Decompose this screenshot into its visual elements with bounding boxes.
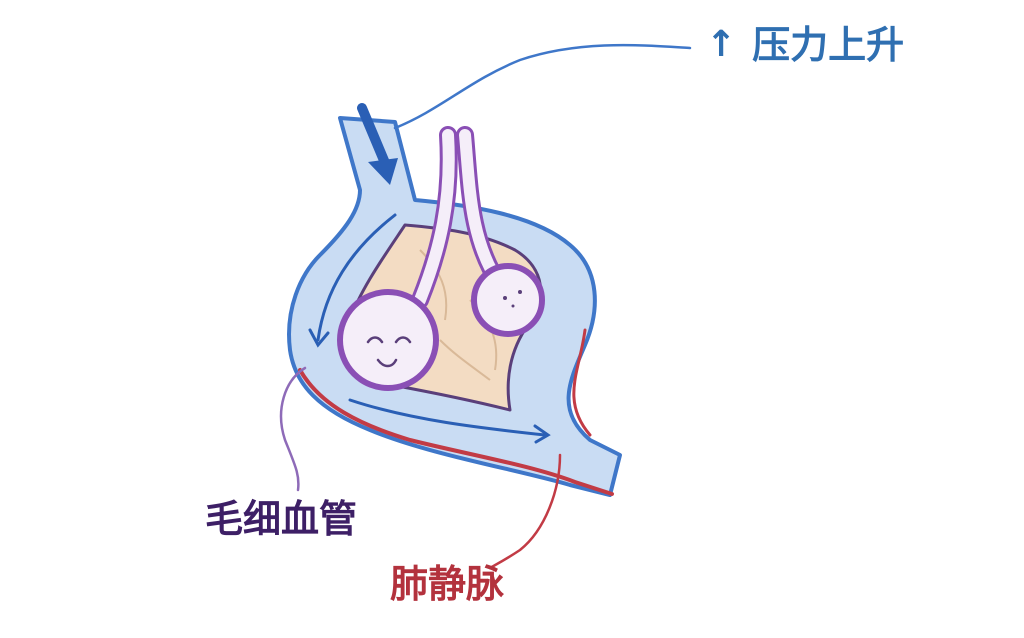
leader-line-capillary <box>279 366 307 492</box>
capillary-label: 毛细血管 <box>205 497 358 541</box>
up-arrow-icon: ↑ <box>706 24 737 65</box>
vessel-lower-outline <box>298 368 614 496</box>
flow-arrow-bottom <box>348 398 547 437</box>
alveolus-eye-right <box>394 336 412 344</box>
pressure-rise-text: 压力上升 <box>752 23 905 67</box>
pulmonary-vein-label: 肺静脉 <box>390 562 505 606</box>
flow-arrow-left <box>316 213 397 342</box>
inflow-arrow-icon <box>357 103 393 175</box>
alveolus-small <box>471 263 545 337</box>
flow-arrow-left-head <box>308 328 330 348</box>
alveolus-eye-left <box>366 336 384 344</box>
leader-line-vein <box>488 453 562 570</box>
alveolus-mouth <box>376 358 398 368</box>
leader-line-pressure <box>393 43 692 130</box>
inflow-arrowhead-icon <box>368 158 398 185</box>
flow-arrow-bottom-head <box>533 424 551 444</box>
alveolus-large <box>337 289 439 391</box>
pressure-rise-label: ↑ 压力上升 <box>706 26 904 64</box>
vessel-right-outline <box>572 328 592 437</box>
flow-arrows <box>308 213 551 444</box>
